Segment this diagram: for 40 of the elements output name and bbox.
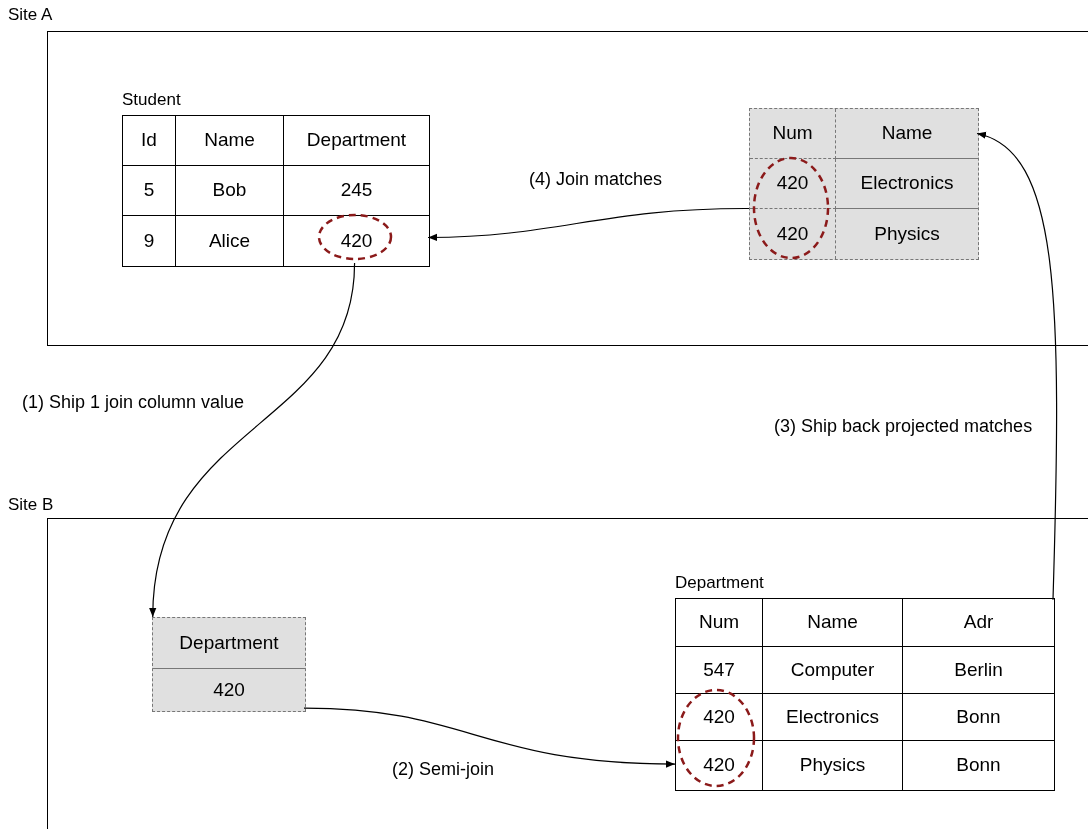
table-cell-text: Num xyxy=(698,610,740,635)
table-cell-text: Bonn xyxy=(956,704,1001,729)
table-cell-text: Id xyxy=(141,128,157,153)
region-title: Site A xyxy=(8,5,53,25)
table-cell-text: Electronics xyxy=(860,171,954,196)
table-cell-text: Electronics xyxy=(786,704,879,729)
table-cell-text: Department xyxy=(306,128,407,153)
table-title: Student xyxy=(122,90,181,111)
table-cell-text: Adr xyxy=(963,610,994,635)
table-cell-text: Department xyxy=(179,630,279,655)
table-cell-text: 420 xyxy=(340,228,373,253)
table-cell-text: Name xyxy=(204,128,255,153)
region-title: Site B xyxy=(8,495,54,515)
table-cell-text: Physics xyxy=(874,221,940,246)
table-cell-text: Berlin xyxy=(954,657,1003,682)
table-cell-text: 420 xyxy=(213,677,245,702)
table-title: Department xyxy=(675,573,764,594)
arrow xyxy=(149,262,356,618)
arrow xyxy=(976,132,1058,601)
edge-label: (3) Ship back projected matches xyxy=(772,416,1035,436)
table-cell-text: Name xyxy=(881,121,933,146)
table-cell-text: 9 xyxy=(143,228,155,253)
table-cell-text: Physics xyxy=(799,753,866,778)
table-cell-text: 245 xyxy=(340,178,373,203)
edge-label: (1) Ship 1 join column value xyxy=(20,392,247,412)
table-cell-text: Name xyxy=(807,610,858,635)
table-cell-text: Bonn xyxy=(956,753,1001,778)
table-cell-text: Bob xyxy=(212,178,247,203)
table-cell-text: 420 xyxy=(776,221,809,246)
table-cell-text: 547 xyxy=(703,657,735,682)
table-cell-text: 420 xyxy=(703,753,735,778)
table-cell-text: 5 xyxy=(143,178,155,203)
table-cell-text: 420 xyxy=(703,704,735,729)
table-cell-text: Computer xyxy=(790,657,875,682)
table-cell-text: Alice xyxy=(208,228,251,253)
arrow xyxy=(427,207,750,241)
table-cell-text: 420 xyxy=(776,171,809,196)
edge-label: (4) Join matches xyxy=(527,169,665,189)
table-cell-text: Num xyxy=(772,121,813,146)
arrow xyxy=(303,707,676,768)
